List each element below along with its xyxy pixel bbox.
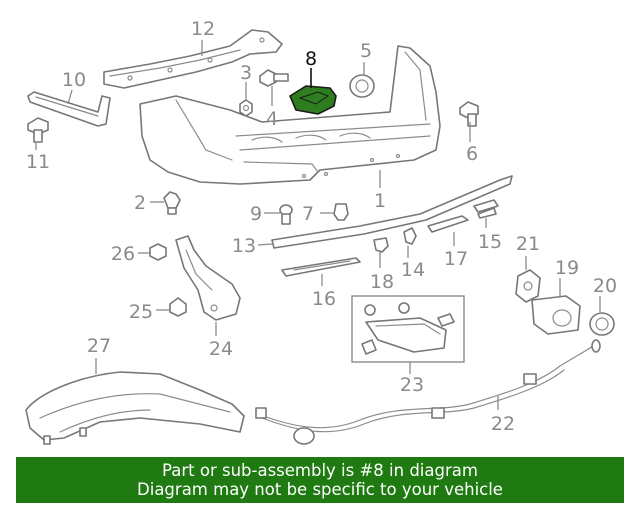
part-14-bracket — [403, 227, 417, 245]
callout-5: 5 — [360, 40, 372, 62]
part-18-clip — [373, 237, 389, 253]
part-13-trim-strip — [271, 175, 513, 249]
banner-line-part-number: Part or sub-assembly is #8 in diagram — [162, 461, 478, 480]
callout-20: 20 — [593, 275, 617, 297]
callout-15: 15 — [478, 231, 502, 253]
part-9-bolt — [279, 204, 293, 225]
callout-3: 3 — [240, 62, 252, 84]
part-5-grommet — [349, 74, 375, 98]
part-24-mud-flap — [175, 235, 241, 321]
part-26-bolt — [149, 243, 167, 261]
part-23-bracket-kit — [351, 295, 465, 363]
part-27-lower-panel — [25, 371, 245, 445]
part-25-clip — [169, 297, 187, 317]
callout-24: 24 — [209, 338, 233, 360]
callout-1: 1 — [374, 190, 386, 212]
parts-diagram: 1 2 3 4 5 6 7 8 9 10 11 12 13 14 15 16 1… — [25, 18, 617, 445]
callout-labels: 1 2 3 4 5 6 7 8 9 10 11 12 13 14 15 16 1… — [26, 18, 617, 435]
part-22-wire-harness — [255, 339, 601, 445]
part-12-reinforcement — [103, 29, 283, 89]
part-15-bracket — [473, 199, 499, 219]
part-1-bumper-cover — [139, 45, 441, 185]
callout-11: 11 — [26, 151, 50, 173]
callout-10: 10 — [62, 69, 86, 91]
part-11-bolt — [27, 117, 49, 143]
callout-25: 25 — [129, 301, 153, 323]
callout-7: 7 — [302, 203, 314, 225]
callout-23: 23 — [400, 374, 424, 396]
callout-26: 26 — [111, 243, 135, 265]
callout-22: 22 — [491, 413, 515, 435]
part-8-bracket-highlighted — [289, 85, 337, 115]
callout-16: 16 — [312, 288, 336, 310]
callout-13: 13 — [232, 235, 256, 257]
part-17-bracket — [427, 215, 469, 233]
callout-27: 27 — [87, 335, 111, 357]
callout-14: 14 — [401, 259, 425, 281]
banner-line-disclaimer: Diagram may not be specific to your vehi… — [137, 480, 503, 499]
part-16-lower-strip — [281, 257, 361, 277]
callout-2: 2 — [134, 192, 146, 214]
part-10-side-retainer — [27, 91, 111, 127]
part-2-clip — [163, 191, 181, 215]
part-6-bolt — [459, 101, 479, 127]
callout-21: 21 — [516, 233, 540, 255]
callout-4: 4 — [266, 108, 278, 130]
callout-8: 8 — [305, 48, 317, 70]
part-4-bolt — [259, 69, 289, 87]
callout-17: 17 — [444, 248, 468, 270]
callout-6: 6 — [466, 143, 478, 165]
part-20-sensor — [589, 312, 615, 336]
callout-18: 18 — [370, 271, 394, 293]
callout-19: 19 — [555, 257, 579, 279]
callout-9: 9 — [250, 203, 262, 225]
leader-lines — [35, 40, 601, 410]
part-info-banner: Part or sub-assembly is #8 in diagram Di… — [16, 457, 624, 503]
part-7-clip — [333, 203, 349, 221]
callout-12: 12 — [191, 18, 215, 40]
part-21-sensor-holder — [515, 269, 541, 303]
part-19-sensor-bracket — [531, 295, 581, 335]
